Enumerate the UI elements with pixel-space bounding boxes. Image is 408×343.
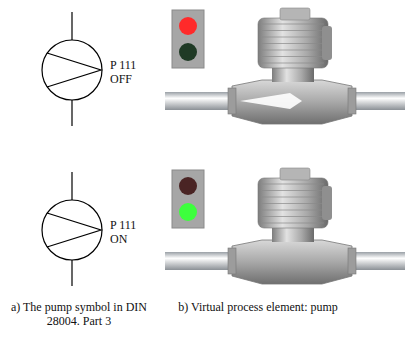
red-lamp-on <box>179 17 197 35</box>
pump-symbol <box>42 12 102 126</box>
state-label: OFF <box>110 72 132 86</box>
status-lamp-box <box>172 170 204 228</box>
pump-symbol <box>42 172 102 286</box>
tag-label: P 111 <box>110 58 136 72</box>
caption: b) Virtual process element: pump <box>168 300 348 314</box>
tag-label: P 111 <box>110 218 136 232</box>
status-lamp-box <box>172 10 204 68</box>
flow-cone <box>240 93 302 109</box>
green-lamp-on <box>179 203 197 221</box>
red-lamp-off <box>179 177 197 195</box>
caption: a) The pump symbol in DIN 28004. Part 3 <box>4 300 154 328</box>
virtual-pump <box>165 8 405 124</box>
green-lamp-off <box>179 43 197 61</box>
state-label: ON <box>110 232 127 246</box>
virtual-pump <box>165 168 405 284</box>
